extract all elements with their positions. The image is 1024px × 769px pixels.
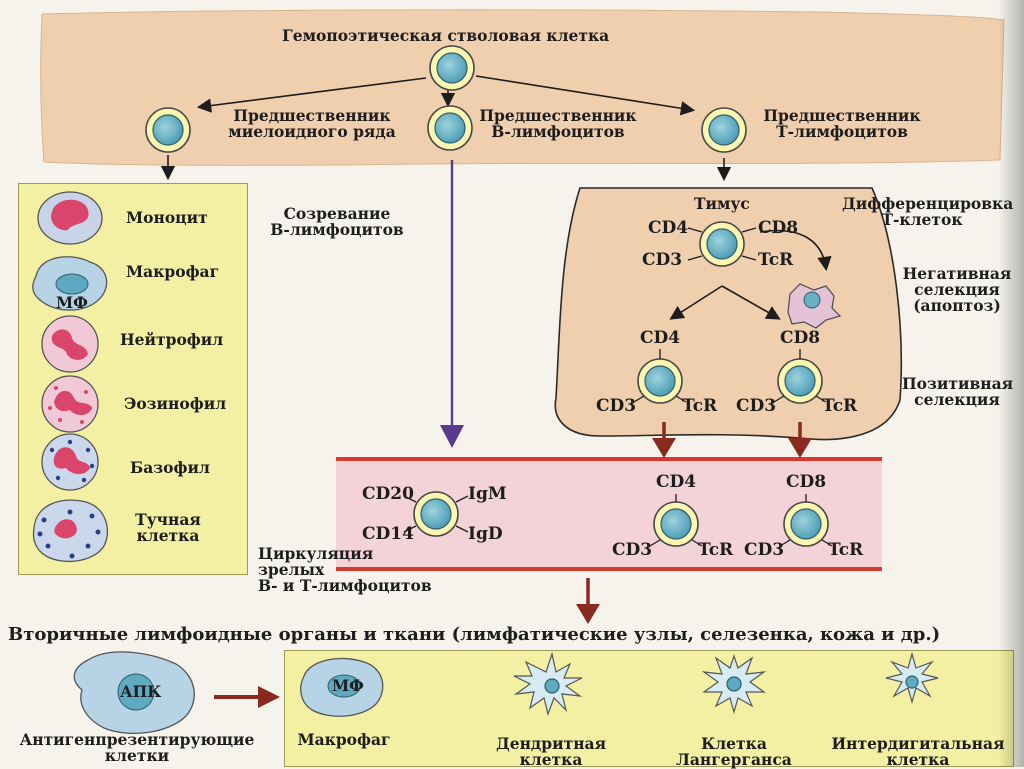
basophil-label: Базофил xyxy=(130,458,210,477)
arrow-to-t-prog xyxy=(475,75,696,116)
thymocyte-cd3: CD3 xyxy=(642,250,683,270)
apoptosis-arrow xyxy=(759,229,832,272)
brown-arrow-secondary xyxy=(576,604,600,624)
secondary-organs-title: Вторичные лимфоидные органы и ткани (лим… xyxy=(8,624,941,645)
monocyte-label: Моноцит xyxy=(126,208,208,227)
apc-macrophage-inner-label: МФ xyxy=(332,676,364,695)
b-maturation-arrowhead xyxy=(440,425,464,448)
thymocyte-tcr: TcR xyxy=(758,250,794,270)
b-cd14: CD14 xyxy=(362,524,414,544)
circ-cd4-cd3: CD3 xyxy=(612,540,653,560)
circ-cd8-label: CD8 xyxy=(786,472,827,492)
progenitor-band xyxy=(40,9,1005,166)
b-igm: IgM xyxy=(468,484,507,504)
thymus-cd4-label: CD4 xyxy=(640,328,681,348)
b-cd20: CD20 xyxy=(362,484,414,504)
thymus-cd4-tcr: TcR xyxy=(682,396,718,416)
interdigitating-cell xyxy=(885,651,939,705)
circ-cd4-label: CD4 xyxy=(656,472,697,492)
apc-macrophage-cell xyxy=(300,657,384,717)
macrophage-label: Макрофаг xyxy=(126,262,220,281)
circ-cd4-tcr: TcR xyxy=(698,540,734,560)
macrophage-cell xyxy=(32,256,108,311)
neutrophil-label: Нейтрофил xyxy=(120,330,224,349)
thymocyte-cd8: CD8 xyxy=(758,218,799,238)
thymus-cd8-tcr: TcR xyxy=(822,396,858,416)
circ-cd8-cd3: CD3 xyxy=(744,540,785,560)
thymus-cd8-label: CD8 xyxy=(780,328,821,348)
thymus-split-right xyxy=(721,285,781,320)
apc-cell xyxy=(73,651,195,734)
apc-macrophage-label: Макрофаг xyxy=(297,730,391,749)
apc-inner-label: АПК xyxy=(120,682,162,701)
langerhans-cell xyxy=(701,654,767,715)
brown-arrow-cd4 xyxy=(652,438,676,458)
neutrophil-cell xyxy=(41,315,99,373)
stem-cell-title: Гемопоэтическая стволовая клетка xyxy=(282,26,610,45)
brown-arrow-cd8 xyxy=(788,438,812,458)
monocyte-cell xyxy=(37,191,103,245)
marker-lines xyxy=(403,227,833,547)
circ-cd8-tcr: TcR xyxy=(828,540,864,560)
basophil-cell xyxy=(41,433,99,491)
eosinophil-label: Эозинофил xyxy=(124,394,227,413)
macrophage-inner-label: МФ xyxy=(56,293,88,312)
thymus-cd8-cd3: CD3 xyxy=(736,396,777,416)
b-igd: IgD xyxy=(468,524,503,544)
thymocyte-cd4: CD4 xyxy=(648,218,689,238)
thymus-cd4-cd3: CD3 xyxy=(596,396,637,416)
page-edge-shadow xyxy=(998,0,1024,767)
thymus-split-left xyxy=(669,285,723,320)
apc-arrow xyxy=(258,686,280,708)
arrow-to-myeloid xyxy=(196,77,427,113)
eosinophil-cell xyxy=(41,375,99,433)
thymus-label: Тимус xyxy=(694,194,750,213)
mast-cell xyxy=(32,499,109,563)
dendritic-cell xyxy=(513,651,583,717)
